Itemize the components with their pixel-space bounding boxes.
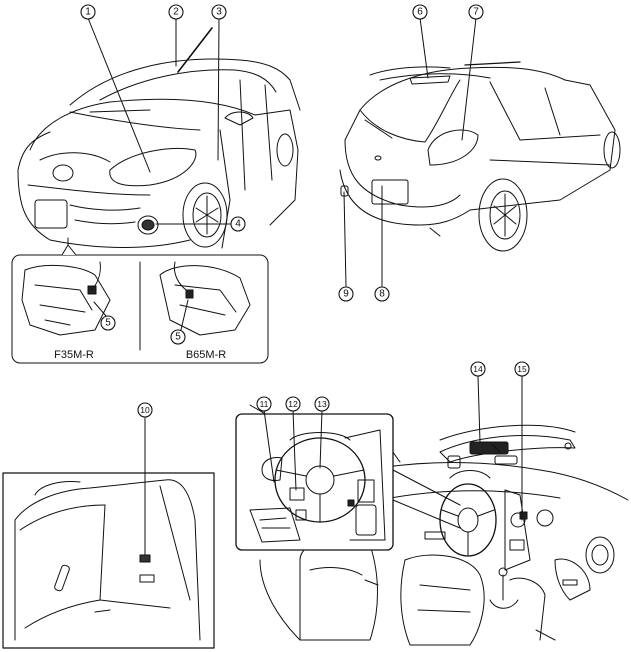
callout-7: 7 [473, 7, 479, 18]
callout-5a: 5 [105, 318, 111, 329]
overhead-console-illustration [439, 435, 576, 469]
callout-15: 15 [517, 364, 527, 374]
callout-8: 8 [379, 289, 385, 300]
callout-10: 10 [140, 405, 150, 415]
front-callout-leaders [87, 17, 231, 225]
inset-caption-f35m-r: F35M-R [54, 349, 94, 361]
callout-5b: 5 [175, 332, 181, 343]
inset-caption-b65m-r: B65M-R [186, 349, 226, 361]
rear-callout-leaders [343, 17, 477, 287]
callout-13: 13 [317, 399, 327, 409]
callout-9: 9 [343, 289, 349, 300]
luggage-compartment-illustration [2, 472, 215, 649]
callout-14: 14 [473, 364, 483, 374]
callout-markers [80, 4, 530, 418]
callout-2: 2 [173, 7, 179, 18]
car-front-illustration [17, 27, 301, 249]
callout-1: 1 [85, 7, 91, 18]
engine-inset-panel [11, 237, 269, 364]
callout-4: 4 [235, 219, 241, 230]
steering-detail-inset [235, 413, 461, 551]
callout-11: 11 [260, 399, 269, 409]
interior-callout-leaders [263, 375, 523, 521]
callout-3: 3 [216, 7, 222, 18]
callout-12: 12 [288, 399, 298, 409]
callout-6: 6 [417, 7, 423, 18]
